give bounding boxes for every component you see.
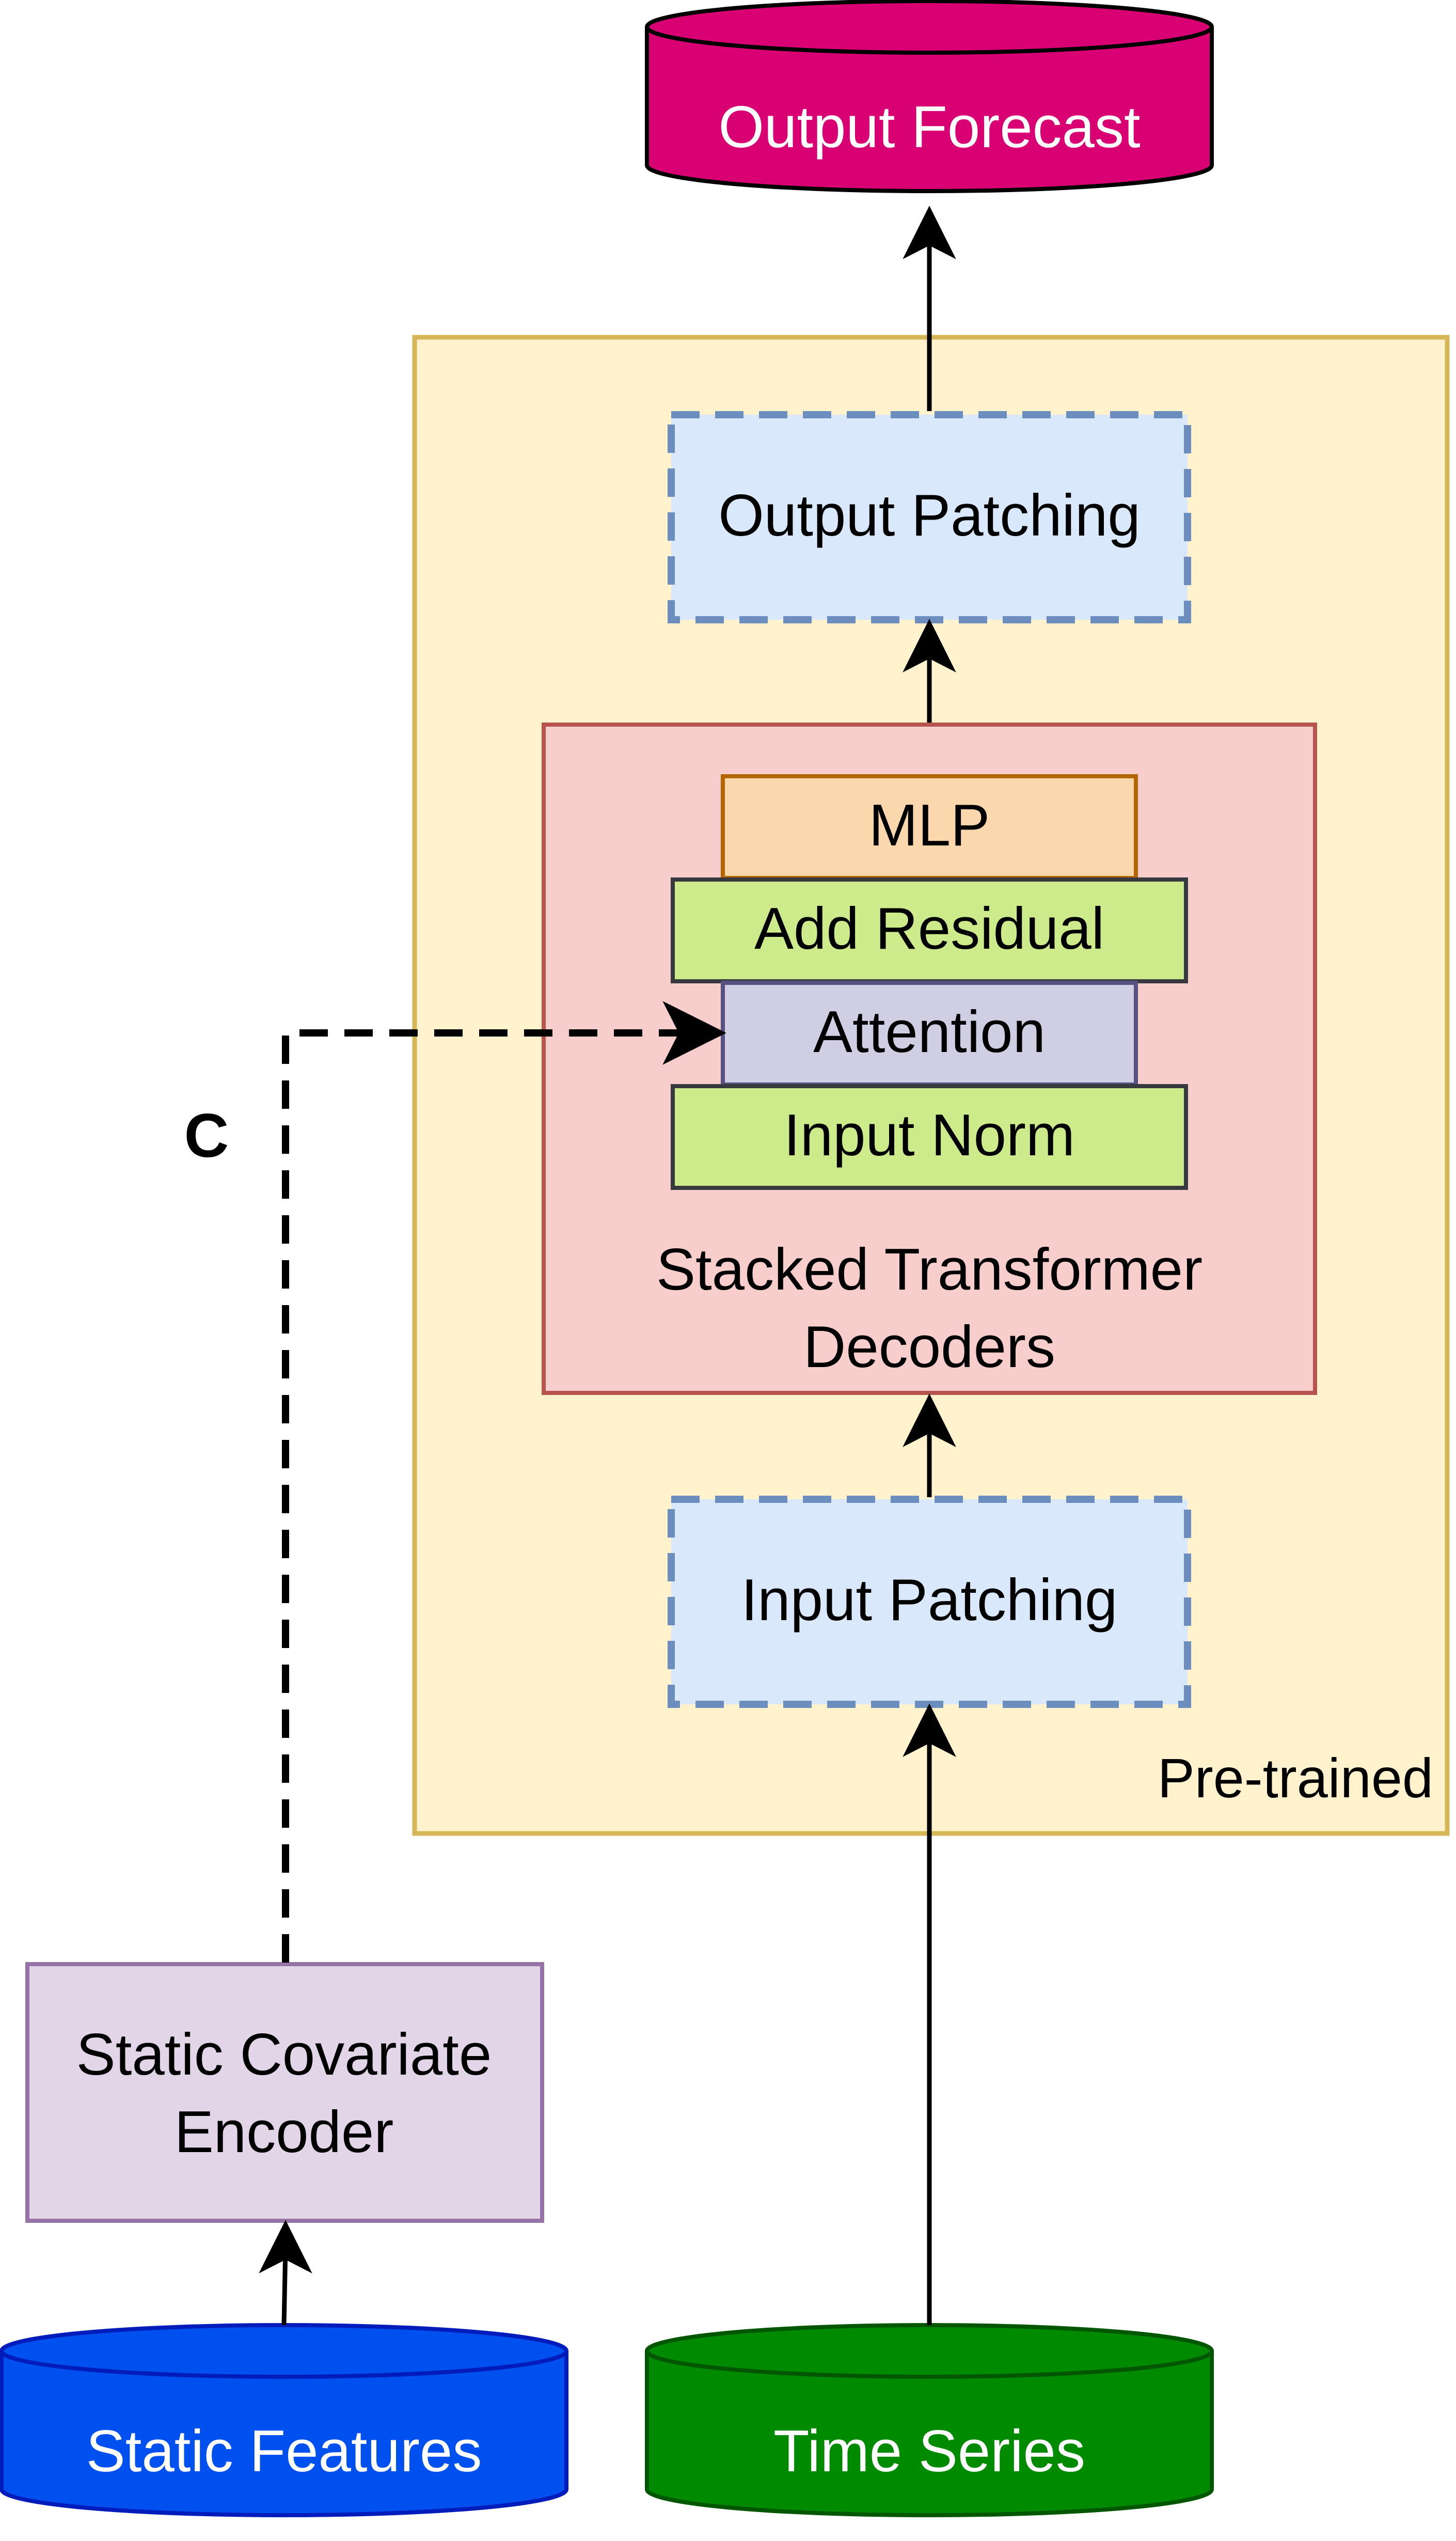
- static-features-label: Static Features: [86, 2419, 482, 2484]
- arrow-time-series-to-input-patching: [903, 1703, 956, 2325]
- input-patching-node: [668, 1496, 1191, 1708]
- output-forecast-label: Output Forecast: [718, 95, 1140, 160]
- static-encoder-label-line2: Encoder: [175, 2099, 394, 2165]
- arrow-decoders-to-output-patching: [903, 619, 956, 723]
- covariate-edge-label: C: [184, 1101, 229, 1170]
- time-series-node: Time Series: [645, 2323, 1214, 2517]
- arrow-static-features-to-encoder: [259, 2220, 312, 2326]
- input-norm-block: [671, 1084, 1188, 1190]
- add-residual-block: [671, 877, 1188, 983]
- time-series-label: Time Series: [773, 2419, 1085, 2484]
- mlp-label: MLP: [869, 793, 990, 858]
- pretrained-label: Pre-trained: [1158, 1747, 1433, 1809]
- mlp-block: [721, 774, 1138, 880]
- static-features-node: Static Features: [0, 2323, 568, 2517]
- attention-label: Attention: [813, 999, 1046, 1065]
- input-patching-label: Input Patching: [741, 1567, 1118, 1633]
- add-residual-label: Add Residual: [754, 896, 1104, 962]
- static-encoder-label-line1: Static Covariate: [76, 2022, 492, 2088]
- output-forecast-node: Output Forecast: [645, 0, 1214, 193]
- output-patching-node: [668, 411, 1191, 623]
- arrow-output-patching-to-output-forecast: [903, 206, 956, 411]
- arrow-covariate-to-attention: [282, 1001, 726, 1963]
- output-patching-label: Output Patching: [718, 483, 1141, 548]
- stacked-decoders-label-line2: Decoders: [803, 1314, 1055, 1380]
- input-norm-label: Input Norm: [784, 1103, 1075, 1168]
- stacked-decoders-label-line1: Stacked Transformer: [656, 1237, 1202, 1303]
- arrow-input-patching-to-decoders: [903, 1393, 956, 1497]
- static-covariate-encoder-node: [25, 1962, 544, 2223]
